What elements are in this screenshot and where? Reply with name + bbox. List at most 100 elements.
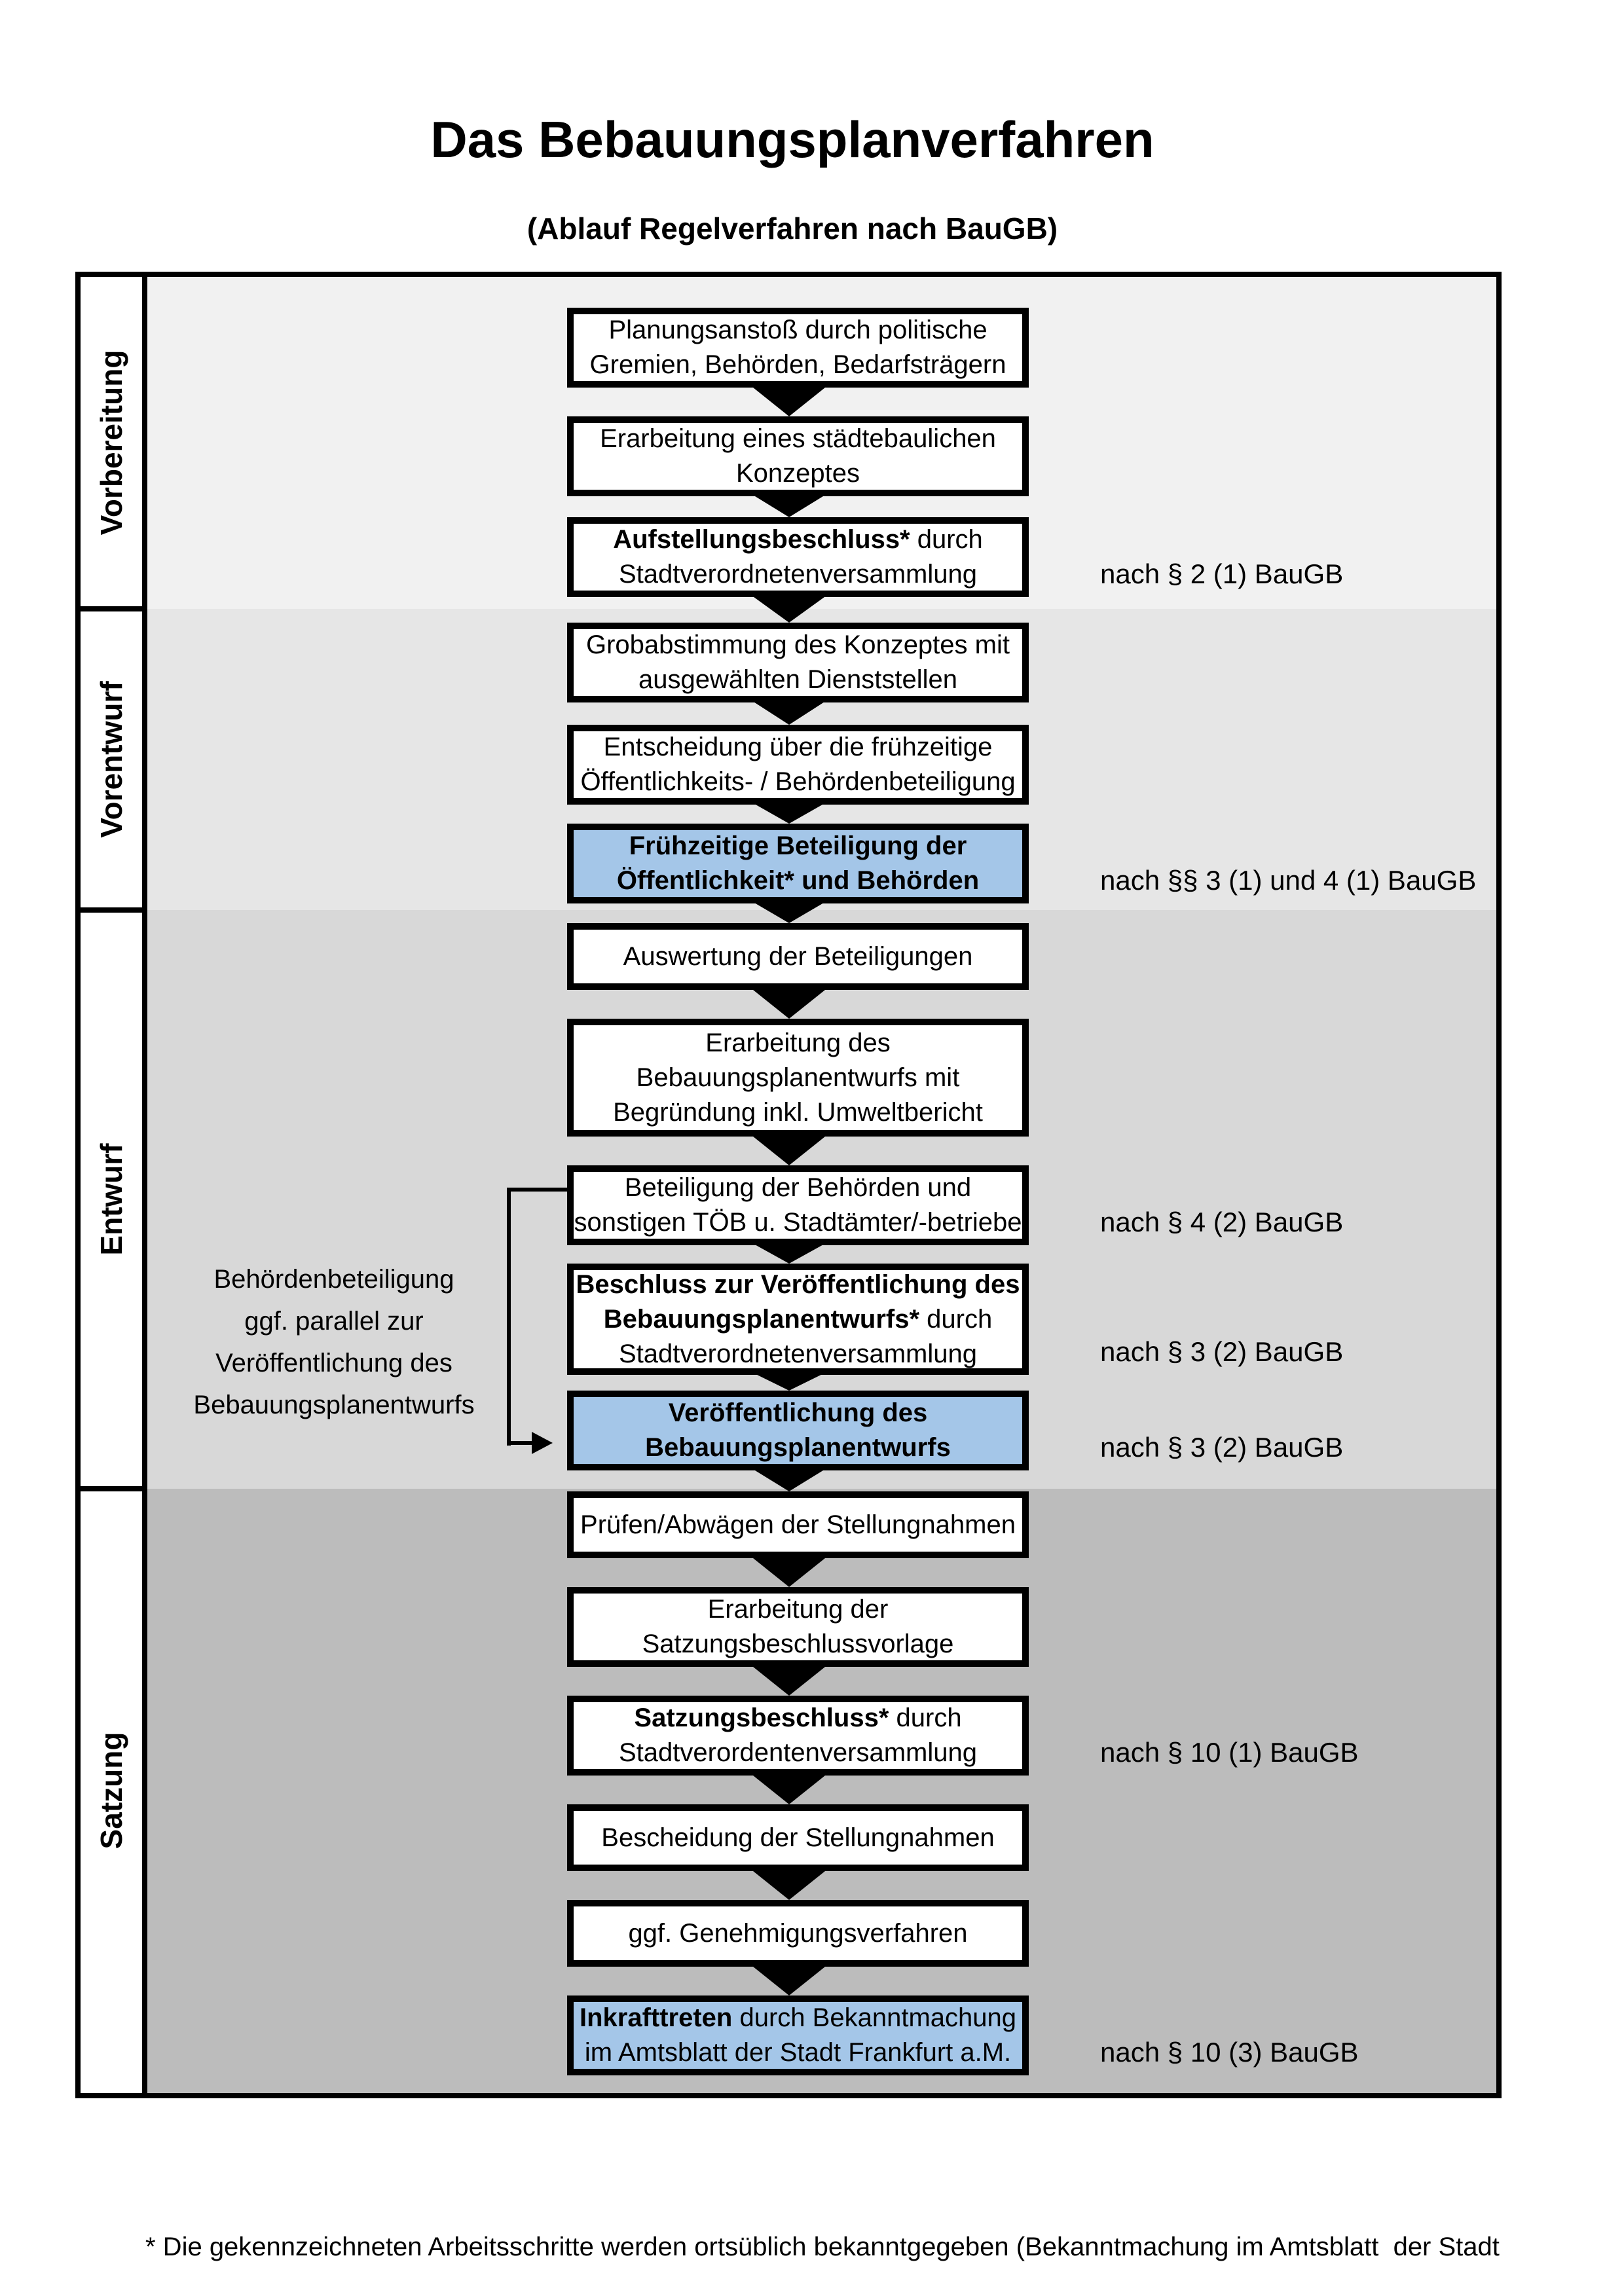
down-arrow-icon (747, 985, 832, 1019)
flow-step-text: im Amtsblatt der Stadt Frankfurt a.M. (584, 2038, 1012, 2067)
flow-step-text: Stadtverordnetenversammlung (619, 1339, 977, 1368)
flow-step-line: Gremien, Behörden, Bedarfsträgern (590, 348, 1006, 382)
flow-step-line: Stadtverordnetenversammlung (619, 1337, 977, 1372)
flow-step-line: Frühzeitige Beteiligung der (629, 829, 967, 864)
flow-step-line: Satzungsbeschluss* durch (634, 1701, 961, 1736)
flow-step-line: Konzeptes (736, 456, 860, 491)
flow-step-line: ggf. Genehmigungsverfahren (628, 1916, 967, 1951)
flow-step-text: Erarbeitung eines städtebaulichen (600, 424, 996, 453)
section-label-vorbereitung: Vorbereitung (94, 350, 128, 536)
footnote: * Die gekennzeichneten Arbeitsschritte w… (145, 2149, 1547, 2296)
flow-step: Bescheidung der Stellungnahmen (567, 1804, 1029, 1871)
flow-step-text-bold: Aufstellungsbeschluss* (613, 525, 910, 554)
section-label-entwurf: Entwurf (94, 1143, 128, 1256)
flow-step-text-bold: Frühzeitige Beteiligung der (629, 831, 967, 860)
flow-step: Beteiligung der Behörden und sonstigen TÖ… (567, 1165, 1029, 1245)
law-reference: nach § 3 (2) BauGB (1100, 1336, 1344, 1367)
flow-step-text-bold: Öffentlichkeit* und Behörden (616, 866, 980, 895)
flow-step: Grobabstimmung des Konzeptes mit ausgewäh… (567, 623, 1029, 702)
flow-step: Prüfen/Abwägen der Stellungnahmen (567, 1491, 1029, 1558)
flow-step-line: Erarbeitung eines städtebaulichen (600, 422, 996, 456)
flow-step-highlighted: Inkrafttreten durch Bekanntmachung im Amt… (567, 1995, 1029, 2075)
down-arrow-icon (747, 1131, 832, 1165)
flow-step-text: durch (889, 1704, 962, 1732)
flow-step-text-bold: Bebauungsplanentwurfs (645, 1433, 951, 1462)
flow-step-text-bold: Veröffentlichung des (668, 1398, 928, 1427)
flow-step-text: Stadtverordentenversammlung (619, 1738, 977, 1767)
down-arrow-icon (747, 1961, 832, 1995)
flow-step-text-bold: Bebauungsplanentwurfs* (603, 1304, 920, 1334)
flow-step-text-bold: Satzungsbeschluss* (634, 1704, 889, 1732)
flow-step-line: Bebauungsplanentwurfs* durch (604, 1302, 992, 1337)
down-arrow-icon (747, 1866, 832, 1900)
side-note-line: Behördenbeteiligung (213, 1265, 454, 1294)
down-arrow-icon (747, 1662, 832, 1696)
flow-step-text: Grobabstimmung des Konzeptes mit (586, 630, 1010, 659)
flow-step-line: Erarbeitung des (705, 1026, 890, 1061)
flow-step-text: durch (910, 525, 983, 554)
section-label-vorentwurf: Vorentwurf (94, 681, 128, 838)
down-arrow-icon (747, 382, 832, 416)
section-label-satzung: Satzung (94, 1732, 128, 1850)
label-cell-divider (81, 606, 142, 611)
flow-step-text: ggf. Genehmigungsverfahren (628, 1918, 968, 1948)
flow-step-text: Stadtverordnetenversammlung (619, 560, 977, 589)
flow-step-line: Bescheidung der Stellungnahmen (601, 1821, 994, 1855)
flow-step-line: Inkrafttreten durch Bekanntmachung (580, 2001, 1016, 2035)
flow-step-text: Öffentlichkeits- / Behördenbeteiligung (580, 767, 1016, 796)
flow-step-text: Planungsanstoß durch politische (608, 316, 987, 344)
flow-step-line: sonstigen TÖB u. Stadtämter/-betriebe (574, 1205, 1022, 1240)
parallel-connector-top-line (507, 1188, 567, 1192)
flow-step-line: Stadtverordentenversammlung (619, 1736, 977, 1770)
flow-step-text: Prüfen/Abwägen der Stellungnahmen (580, 1510, 1016, 1539)
flow-step: Auswertung der Beteiligungen (567, 923, 1029, 990)
right-arrowhead-icon (532, 1432, 553, 1454)
flow-step-text: Gremien, Behörden, Bedarfsträgern (589, 350, 1006, 379)
flow-step-text: Erarbeitung der (707, 1595, 889, 1624)
law-reference: nach § 10 (1) BauGB (1100, 1737, 1359, 1768)
footnote-line: * Die gekennzeichneten Arbeitsschritte w… (145, 2232, 1500, 2261)
law-reference: nach § 3 (2) BauGB (1100, 1432, 1344, 1463)
flow-step-line: im Amtsblatt der Stadt Frankfurt a.M. (585, 2035, 1011, 2070)
flow-step-text: sonstigen TÖB u. Stadtämter/-betriebe (574, 1208, 1022, 1237)
side-note: Behördenbeteiligung ggf. parallel zur Ve… (157, 1258, 511, 1426)
law-reference: nach § 2 (1) BauGB (1100, 558, 1344, 589)
flow-step-text: ausgewählten Dienststellen (638, 665, 957, 694)
law-reference: nach § 10 (3) BauGB (1100, 2037, 1359, 2068)
flow-step-line: Planungsanstoß durch politische (608, 313, 987, 348)
flow-step-text-bold: Beschluss zur Veröffentlichung des (576, 1269, 1020, 1299)
flow-step-line: Aufstellungsbeschluss* durch (613, 522, 983, 557)
parallel-connector-vertical-line (507, 1188, 511, 1446)
down-arrow-icon (747, 1553, 832, 1587)
flow-step-text: Beteiligung der Behörden und (624, 1173, 972, 1202)
flow-step-line: Auswertung der Beteiligungen (623, 939, 973, 974)
label-column-divider (142, 277, 147, 2093)
flow-step-text: Satzungsbeschlussvorlage (642, 1630, 954, 1658)
side-note-line: ggf. parallel zur (244, 1307, 424, 1336)
flow-step-line: Prüfen/Abwägen der Stellungnahmen (580, 1508, 1016, 1542)
page-title: Das Bebauungsplanverfahren (430, 111, 1154, 168)
flow-step-line: ausgewählten Dienststellen (638, 663, 957, 697)
flow-step-line: Begründung inkl. Umweltbericht (613, 1095, 983, 1130)
flow-step-line: Beteiligung der Behörden und (625, 1171, 971, 1205)
flow-step-line: Beschluss zur Veröffentlichung des (576, 1267, 1020, 1302)
flow-step-line: Bebauungsplanentwurfs (645, 1430, 951, 1465)
flow-step-text: durch Bekanntmachung (732, 2003, 1016, 2032)
page-subtitle: (Ablauf Regelverfahren nach BauGB) (526, 211, 1058, 246)
side-note-line: Bebauungsplanentwurfs (193, 1391, 475, 1419)
down-arrow-icon (747, 1770, 832, 1804)
label-cell-divider (81, 1486, 142, 1491)
law-reference: nach §§ 3 (1) und 4 (1) BauGB (1100, 865, 1477, 896)
flow-step-text: Bescheidung der Stellungnahmen (601, 1823, 995, 1852)
flow-step-line: Grobabstimmung des Konzeptes mit (586, 628, 1010, 663)
flow-step-text: Begründung inkl. Umweltbericht (613, 1097, 983, 1127)
flow-step-line: Stadtverordnetenversammlung (619, 557, 977, 592)
